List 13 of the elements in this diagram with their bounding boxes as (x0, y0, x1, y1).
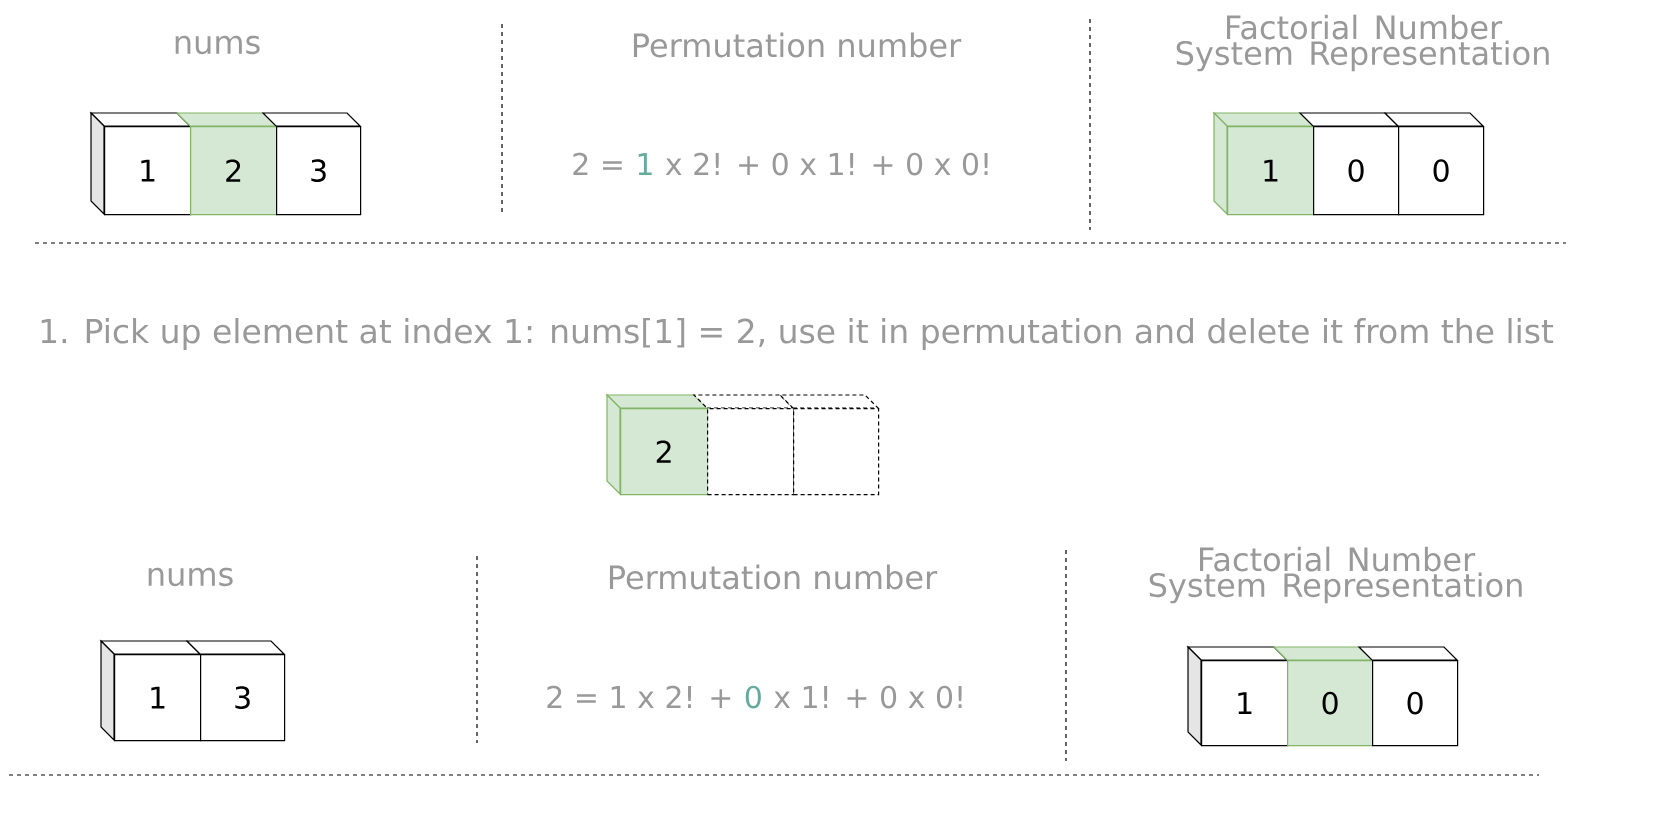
heading: nums (175, 35, 260, 55)
highlighted-digit: 1 (638, 153, 652, 175)
highlighted-digit: 0 (745, 685, 761, 709)
heading: Permutation number (609, 564, 938, 590)
heading: nums (148, 567, 233, 587)
heading: Factorial Number System Representation (1176, 14, 1549, 72)
formula-text: x 2! + 0 x 1! + 0 x 0! (665, 152, 988, 176)
instruction-text: 1. Pick up element at index 1: nums[1] = 2, use it in permutation and delete it from the list (41, 318, 1554, 350)
heading: Permutation number (633, 32, 962, 58)
heading: Factorial Number System Representation (1149, 546, 1522, 604)
formula-text: 2 = (573, 152, 622, 175)
formula-text: x 1! + 0 x 0! (774, 685, 962, 709)
formula-text: 2 = 1 x 2! + (547, 685, 731, 708)
